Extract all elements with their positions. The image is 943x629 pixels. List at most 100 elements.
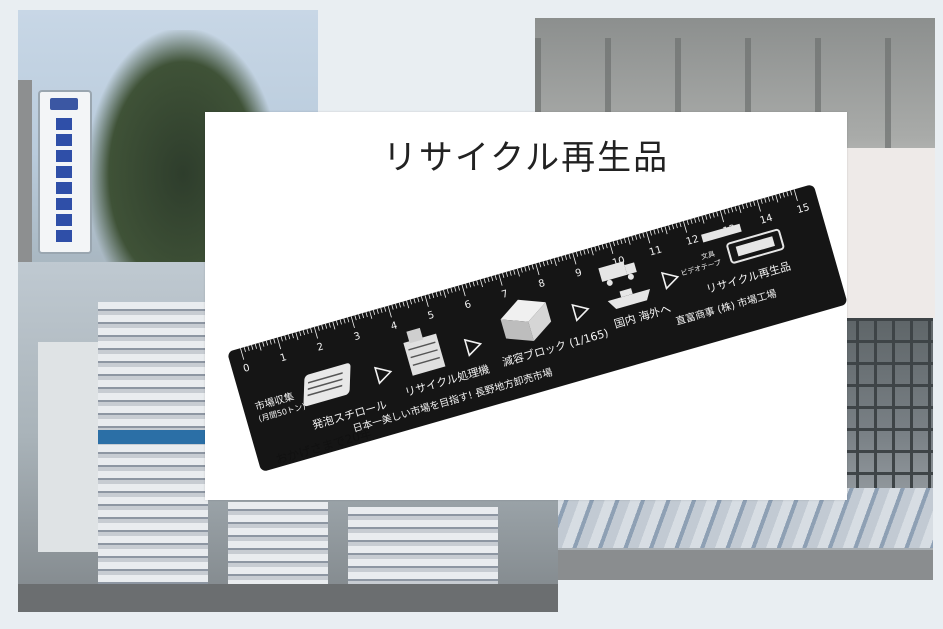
- ruler-tick: [347, 317, 350, 323]
- arrow-right-icon: [373, 366, 393, 385]
- ruler-tick: [649, 230, 652, 236]
- ruler-tick: [786, 191, 789, 197]
- ruler-tick: [428, 294, 431, 300]
- ruler-tick: [793, 189, 798, 202]
- ruler-tick: [398, 302, 401, 308]
- ruler-tick: [343, 318, 346, 324]
- arrow-right-icon: [571, 303, 590, 322]
- ruler-tick: [631, 235, 634, 241]
- ruler-tick: [505, 271, 508, 277]
- ruler-tick: [697, 216, 700, 222]
- ruler-tick: [306, 328, 309, 335]
- ruler-tick: [664, 226, 668, 235]
- ruler-tick: [291, 333, 294, 339]
- arrow-right-icon: [463, 338, 483, 357]
- ruler-tick: [557, 257, 560, 263]
- ruler-tick: [775, 194, 779, 203]
- ruler-tick: [564, 254, 568, 260]
- ruler-tick: [439, 290, 442, 296]
- ruler-tick: [369, 310, 373, 319]
- blue-pallet: [98, 430, 208, 444]
- ground: [18, 584, 558, 612]
- ruler-scale-numbers: 0123456789101112131415: [242, 202, 811, 375]
- ruler-tick: [502, 272, 505, 278]
- ruler-tick: [675, 223, 678, 229]
- recycled-ruler: 0123456789101112131415 市場収集 (月間50トン) 発泡ス…: [228, 185, 847, 471]
- ruler-scale-number: 4: [390, 320, 399, 332]
- ruler-tick: [476, 280, 479, 286]
- ruler-tick: [380, 307, 383, 313]
- ruler-tick: [605, 243, 608, 249]
- arrow-right-icon: [660, 271, 680, 290]
- ruler-tick: [590, 247, 594, 256]
- ruler-tick: [424, 295, 429, 307]
- ruler-tick: [443, 289, 447, 298]
- ruler-tick: [480, 279, 483, 288]
- ruler-scale-number: 2: [316, 341, 325, 353]
- ruler-tick: [472, 281, 475, 287]
- ruler-tick: [638, 233, 641, 239]
- ruler-scale-number: 0: [242, 363, 251, 375]
- ship-icon: [607, 288, 651, 310]
- ruler-tick: [276, 337, 282, 350]
- ruler-tick: [262, 341, 265, 347]
- ruler-tick: [387, 305, 392, 318]
- ruler-scale-number: 6: [463, 299, 472, 311]
- ruler-tick: [269, 339, 272, 345]
- ruler-tick: [395, 303, 398, 309]
- ruler-tick: [712, 212, 715, 218]
- ruler-tick: [623, 237, 627, 243]
- ruler-tick: [539, 262, 542, 268]
- ruler-tick: [413, 298, 416, 304]
- ruler-tick: [432, 292, 435, 299]
- ruler-tick: [254, 343, 257, 349]
- ruler-tick: [701, 215, 705, 224]
- ruler-tick: [756, 199, 761, 212]
- sign-pole: [18, 80, 32, 270]
- ruler-tick: [760, 198, 763, 204]
- ruler-tick: [336, 320, 339, 326]
- ruler-tick: [686, 219, 689, 225]
- ruler-tick: [616, 240, 619, 246]
- ruler-tick: [265, 340, 269, 346]
- ruler-tick: [527, 265, 531, 271]
- card-title: リサイクル再生品: [382, 138, 670, 178]
- ruler-tick: [598, 245, 601, 251]
- ruler-tick: [657, 228, 660, 234]
- truck-icon: [598, 261, 637, 286]
- ruler-tick: [627, 236, 631, 245]
- ruler-tick: [683, 221, 688, 233]
- ruler-tick: [723, 209, 726, 215]
- ruler-tick: [243, 346, 246, 352]
- ruler-tick: [694, 217, 697, 223]
- ruler-tick: [790, 190, 793, 196]
- videotape-icon: [726, 228, 785, 264]
- ruler-scale-number: 3: [353, 331, 362, 343]
- ruler-tick: [391, 304, 394, 310]
- ruler-scale-number: 15: [796, 202, 811, 216]
- ruler-scale-number: 12: [685, 234, 700, 248]
- ruler-tick: [417, 297, 420, 303]
- ruler-tick: [742, 204, 745, 210]
- ruler-tick: [450, 287, 453, 293]
- product-card: リサイクル再生品 0123456789101112131415 市場収集 (月間…: [205, 112, 847, 500]
- ruler-tick: [601, 244, 604, 250]
- ruler-tick: [328, 322, 331, 328]
- ruler-tick: [299, 331, 302, 337]
- ruler-tick: [354, 315, 357, 321]
- ruler-tick: [653, 229, 656, 235]
- ruler-scale-number: 11: [648, 244, 663, 258]
- ruler-tick: [317, 325, 320, 331]
- sign-lettering: [56, 118, 72, 244]
- ruler-tick: [719, 210, 725, 223]
- ruler-tick: [358, 314, 361, 320]
- ruler-tick: [361, 313, 365, 319]
- ruler-tick: [635, 234, 638, 240]
- ruler-scale-number: 8: [537, 278, 546, 290]
- ruler-tick: [727, 208, 730, 214]
- stationery-icon: [701, 223, 742, 243]
- company-signboard: [38, 90, 92, 254]
- ruler-tick: [579, 250, 582, 256]
- ruler-tick: [483, 278, 486, 284]
- ruler-tick: [524, 266, 527, 272]
